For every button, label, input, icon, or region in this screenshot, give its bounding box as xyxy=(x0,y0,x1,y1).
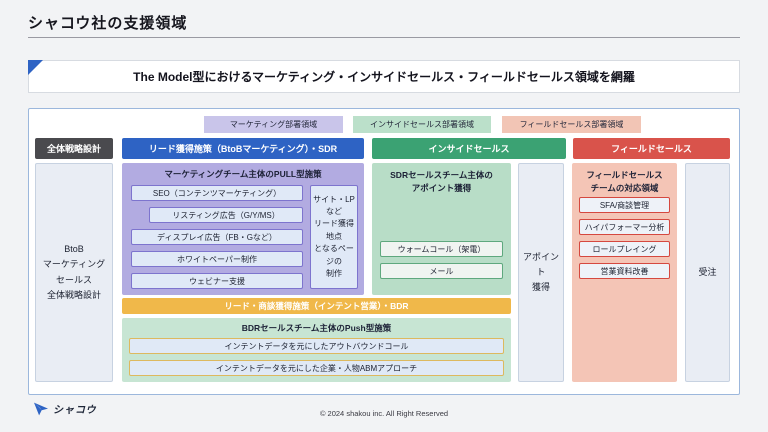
banner-corner-triangle-icon xyxy=(28,60,43,75)
field-sales-item-role-playing: ロールプレイング xyxy=(579,241,670,257)
legend-marketing-area: マーケティング部署領域 xyxy=(204,116,343,133)
banner-text: The Model型におけるマーケティング・インサイドセールス・フィールドセール… xyxy=(133,70,635,84)
banner: The Model型におけるマーケティング・インサイドセールス・フィールドセール… xyxy=(28,60,740,93)
field-sales-item-high-performer: ハイパフォーマー分析 xyxy=(579,219,670,235)
field-sales-item-sfa: SFA/商談管理 xyxy=(579,197,670,213)
copyright-text: © 2024 shakou inc. All Right Reserved xyxy=(319,409,449,418)
legend-field-sales-area: フィールドセールス部署領域 xyxy=(502,116,641,133)
title-divider xyxy=(28,37,740,38)
field-sales-item-sales-materials: 営業資料改善 xyxy=(579,263,670,279)
header-field-sales: フィールドセールス xyxy=(573,138,730,159)
marketing-section-title: マーケティングチーム主体のPULL型施策 xyxy=(164,169,322,179)
legend-inside-sales-area: インサイドセールス部署領域 xyxy=(353,116,491,133)
order-received-box: 受注 xyxy=(685,163,730,382)
header-overall-strategy: 全体戦略設計 xyxy=(35,138,113,159)
inside-sales-section: SDRセールスチーム主体の アポイント獲得 ウォームコール（架電） メール xyxy=(372,163,511,295)
inside-sales-section-title: SDRセールスチーム主体の アポイント獲得 xyxy=(390,170,493,193)
field-sales-section: フィールドセールス チームの対応領域 SFA/商談管理 ハイパフォーマー分析 ロ… xyxy=(572,163,677,382)
marketing-item-whitepaper: ホワイトペーパー制作 xyxy=(131,251,303,267)
inside-sales-item-warm-call: ウォームコール（架電） xyxy=(380,241,503,257)
header-inside-sales: インサイドセールス xyxy=(372,138,566,159)
bdr-push-section: BDRセールスチーム主体のPush型施策 インテントデータを元にしたアウトバウン… xyxy=(122,318,511,382)
bdr-intent-band: リード・商談獲得施策（インテント営業）・BDR xyxy=(122,298,511,314)
page-title: シャコウ社の支援領域 xyxy=(28,15,188,32)
footer-logo-text: シャコウ xyxy=(53,405,97,416)
marketing-item-listing-ads: リスティング広告（G/Y/MS） xyxy=(149,207,303,223)
marketing-pull-section: マーケティングチーム主体のPULL型施策 SEO（コンテンツマーケティング） リ… xyxy=(122,163,364,295)
footer-logo: シャコウ xyxy=(33,401,97,416)
field-sales-section-title: フィールドセールス チームの対応領域 xyxy=(586,170,663,193)
bdr-section-title: BDRセールスチーム主体のPush型施策 xyxy=(241,323,392,333)
paper-plane-icon xyxy=(34,402,48,415)
support-areas-diagram: マーケティング部署領域 インサイドセールス部署領域 フィールドセールス部署領域 … xyxy=(28,108,740,395)
inside-sales-item-mail: メール xyxy=(380,263,503,279)
appointment-acquired-box: アポイント 獲得 xyxy=(518,163,564,382)
marketing-item-webinar: ウェビナー支援 xyxy=(131,273,303,289)
bdr-item-abm-approach: インテントデータを元にした企業・人物ABMアプローチ xyxy=(129,360,504,376)
bdr-item-outbound-call: インテントデータを元にしたアウトバウンドコール xyxy=(129,338,504,354)
marketing-item-seo: SEO（コンテンツマーケティング） xyxy=(131,185,303,201)
marketing-item-display-ads: ディスプレイ広告（FB・Gなど） xyxy=(131,229,303,245)
marketing-site-lp-note: サイト・LPなど リード獲得地点 となるページの 制作 xyxy=(310,185,358,289)
overall-strategy-box: BtoB マーケティング セールス 全体戦略設計 xyxy=(35,163,113,382)
marketing-items: SEO（コンテンツマーケティング） リスティング広告（G/Y/MS） ディスプレ… xyxy=(131,185,303,295)
header-lead-acquisition-sdr: リード獲得施策（BtoBマーケティング）・SDR xyxy=(122,138,364,159)
